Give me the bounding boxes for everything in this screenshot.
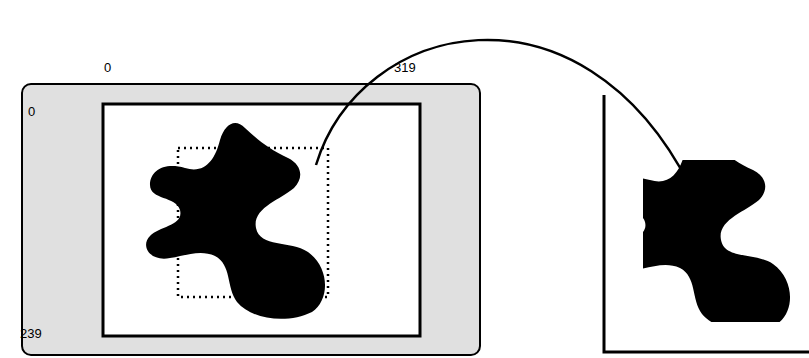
coordinate-label: 319 [394,60,416,75]
coordinate-label: 0 [28,104,35,119]
display-bezel [22,84,480,355]
coordinate-label: 0 [104,60,111,75]
copy-arrow [316,40,690,186]
copied-blob [643,160,790,322]
blob-shape [146,123,325,319]
coordinate-label: 239 [20,326,42,341]
display-area [103,104,420,336]
target-axes [604,95,809,352]
selection-rectangle [178,148,328,297]
